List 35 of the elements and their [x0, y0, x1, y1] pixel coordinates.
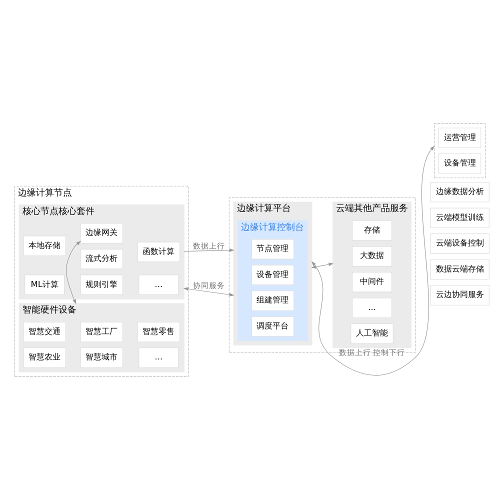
node-box: 云端模型训练	[430, 208, 490, 228]
arrow	[66, 240, 82, 304]
node-box: 云边协同服务	[430, 285, 490, 306]
node-box: ...	[138, 348, 179, 368]
node-box: 智慧零售	[137, 322, 180, 342]
node-box: 边缘数据分析	[430, 182, 490, 202]
node-box: 人工智能	[350, 324, 394, 344]
node-box: ML计算	[24, 274, 65, 295]
node-box: 云端设备控制	[430, 234, 490, 254]
node-box: 智慧城市	[80, 348, 124, 368]
node-box: 流式分析	[80, 248, 124, 270]
node-box: ...	[352, 298, 392, 318]
node-box: 设备管理	[438, 153, 482, 174]
node-box: 规则引擎	[80, 274, 124, 295]
node-box: 智慧农业	[23, 348, 66, 368]
arrow	[183, 287, 234, 296]
node-box: 数据云端存储	[430, 259, 490, 280]
node-box: 大数据	[352, 246, 392, 266]
node-box: 智慧工厂	[80, 322, 124, 342]
arrow	[311, 262, 334, 269]
node-box: 设备管理	[251, 264, 294, 286]
node-box: 存储	[352, 220, 392, 241]
arrow	[311, 146, 435, 376]
node-box: 本地存储	[23, 236, 66, 256]
node-box: 边缘网关	[80, 223, 124, 244]
node-box: 中间件	[352, 272, 392, 292]
cluster	[434, 123, 486, 178]
node-box: 智慧交通	[23, 322, 66, 342]
node-box: 函数计算	[137, 242, 180, 262]
arrow	[184, 248, 234, 252]
node-box: 运营管理	[438, 128, 482, 148]
node-box: 组建管理	[251, 290, 294, 311]
node-box: ...	[138, 274, 179, 295]
node-box: 调度平台	[251, 316, 294, 337]
node-box: 节点管理	[251, 239, 294, 260]
